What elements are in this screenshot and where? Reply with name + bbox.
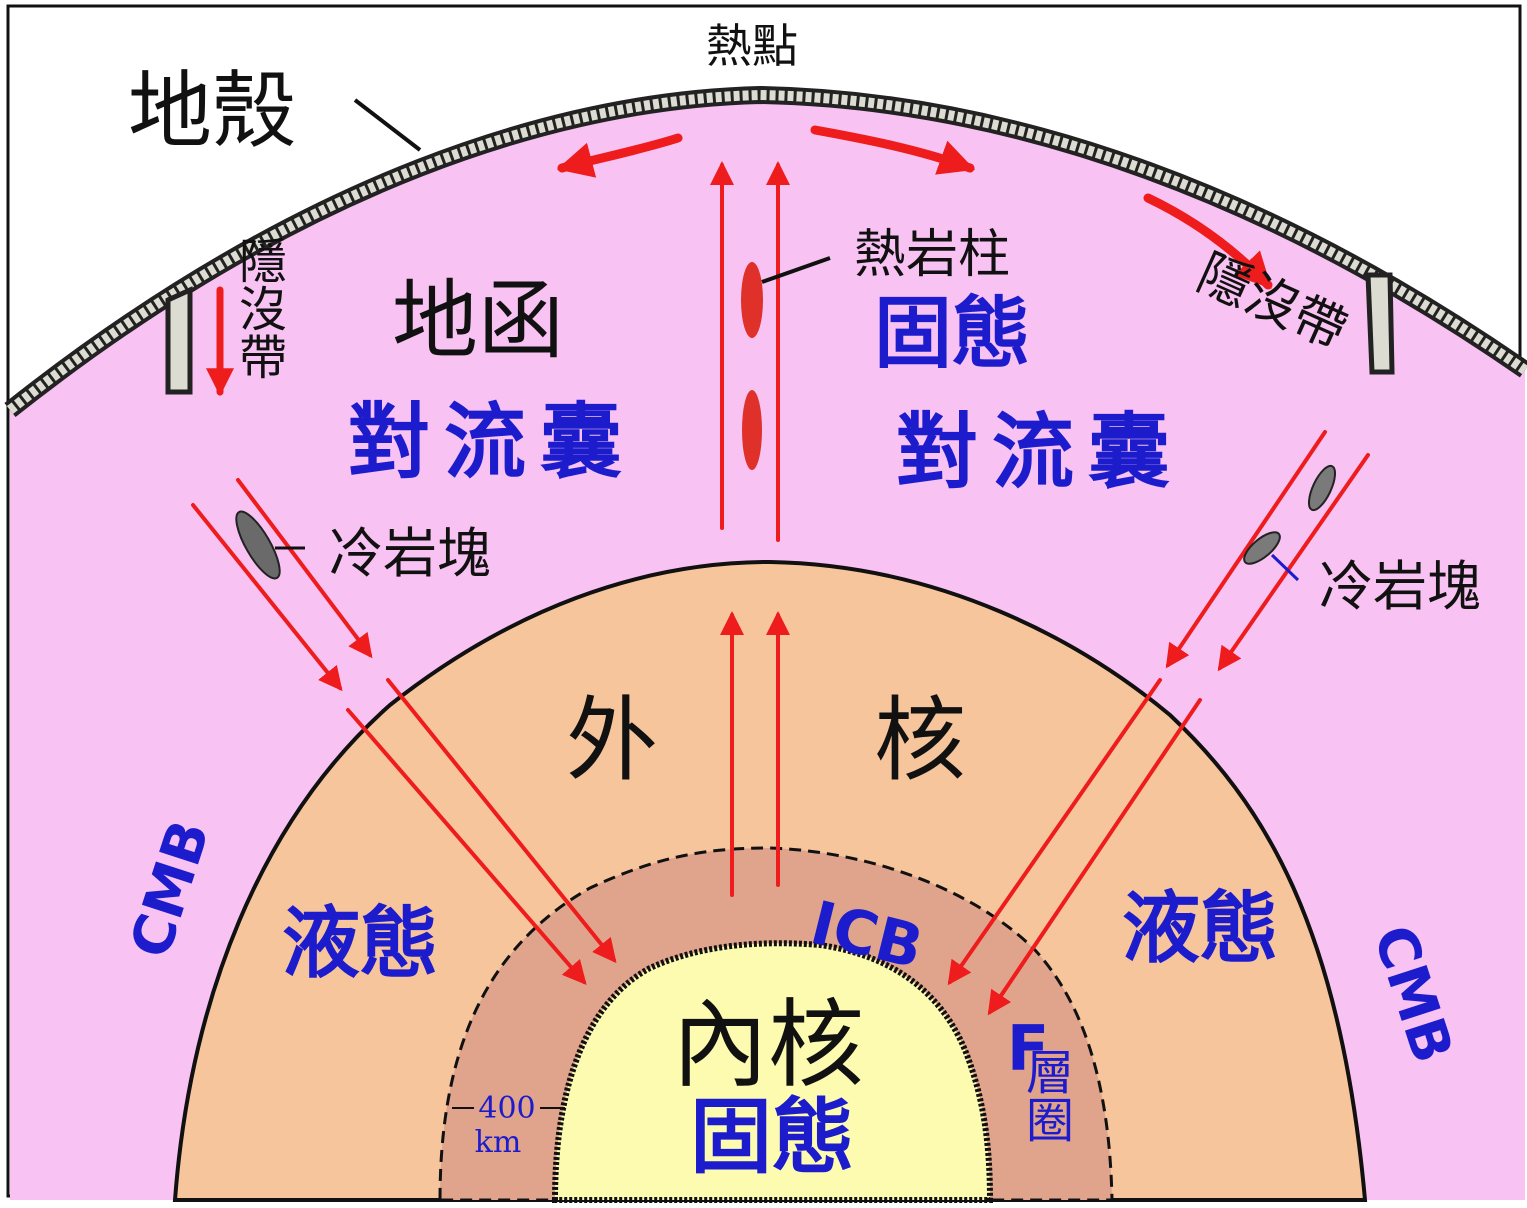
surface-flow-arrow-left	[556, 133, 683, 178]
cold-block-left-shape	[235, 510, 281, 580]
subduction-slab-right	[1365, 272, 1395, 375]
convection-label-right: 對流囊	[896, 405, 1184, 500]
sinking-arrow-left-3	[346, 708, 587, 986]
f-layer-word: 層圈	[1017, 1047, 1073, 1143]
mantle-state-label: 固態	[874, 289, 1030, 379]
labels: 熱點 地殼 地函 固態 對流囊 對流囊 熱岩柱 隱沒帶 隱沒帶 冷岩塊 冷岩塊 …	[118, 19, 1481, 1185]
inner-core-label: 內核	[672, 989, 864, 1101]
subduction-label-left: 隱沒帶	[230, 236, 286, 380]
subduction-flow-arrow-right	[1143, 193, 1273, 290]
plume-blobs	[741, 262, 763, 470]
convection-arrows	[191, 125, 1370, 1016]
sinking-arrow-right-2	[1217, 453, 1370, 672]
sinking-arrow-left-2	[236, 478, 373, 659]
subduction-slab-left	[165, 286, 193, 395]
mantle-label: 地函	[392, 271, 564, 371]
thickness-unit: km	[475, 1125, 522, 1160]
plume-leader-line	[761, 256, 831, 284]
outer-core-label-b: 核	[874, 687, 966, 794]
crust-label: 地殼	[128, 62, 296, 160]
sinking-arrow-right-4	[987, 698, 1202, 1016]
leader-lines	[275, 98, 1300, 1109]
plume-label: 熱岩柱	[854, 225, 1010, 285]
convection-label-left: 對流囊	[348, 395, 636, 490]
sinking-arrow-right-1	[1165, 430, 1327, 669]
crust-band-fill	[6, 89, 1527, 414]
thickness-value: 400	[478, 1091, 535, 1126]
liquid-label-right: 液態	[1122, 884, 1278, 974]
hotspot-label: 熱點	[706, 19, 798, 73]
cold-block-label-right: 冷岩塊	[1319, 555, 1481, 618]
sinking-arrow-left-4	[386, 678, 617, 964]
plume-blob-lower	[742, 390, 762, 470]
crust-leader-line	[353, 98, 422, 152]
cold-block-label-left: 冷岩塊	[329, 522, 491, 585]
sinking-arrow-right-3	[947, 678, 1162, 986]
cold-blocks	[235, 464, 1337, 580]
sinking-arrow-left-1	[191, 503, 343, 692]
inner-state-label: 固態	[690, 1090, 854, 1185]
f-layer-letter: F	[1007, 1012, 1049, 1085]
plume-blob-upper	[741, 262, 763, 338]
earth-layers	[4, 85, 1527, 1203]
cold-block-right-shape-1	[1307, 464, 1337, 512]
liquid-label-left: 液態	[282, 899, 438, 989]
surface-flow-arrow-right	[810, 125, 976, 175]
cold-block-right-leader	[1270, 553, 1300, 582]
cold-block-right-shape-2	[1243, 531, 1281, 565]
outer-core-label-a: 外	[566, 687, 658, 794]
inner-core-region	[551, 940, 994, 1203]
